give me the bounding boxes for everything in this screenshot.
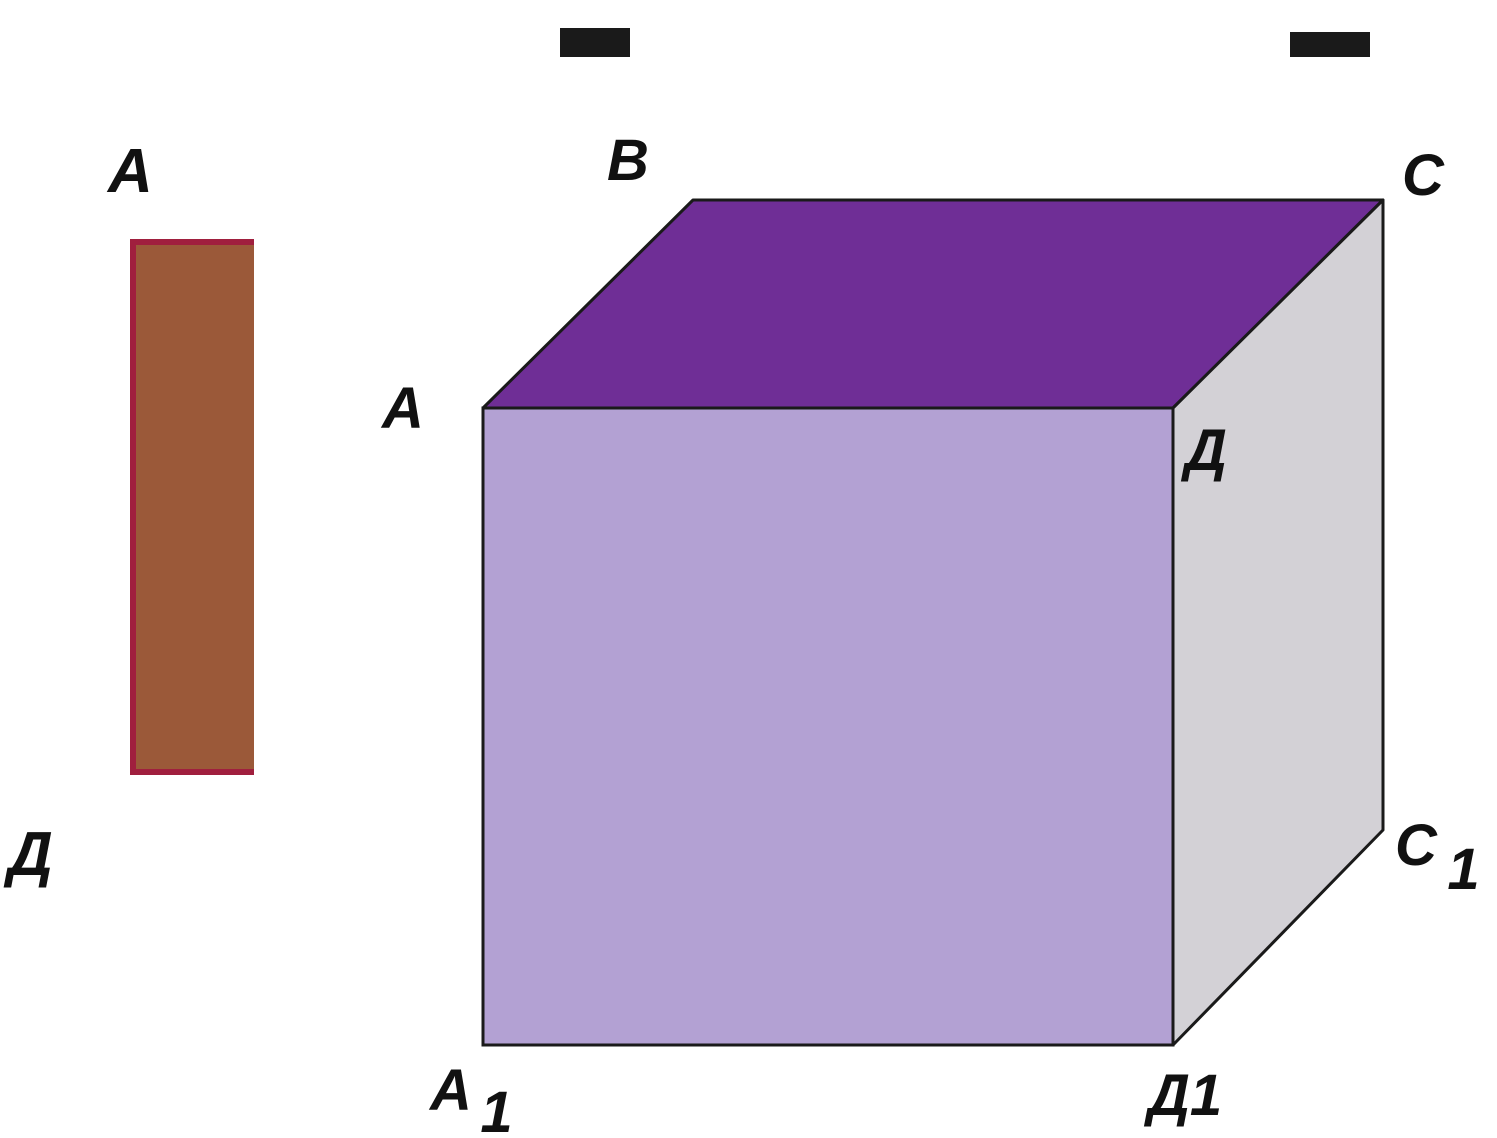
vertex-label-a1: А 1 (428, 1058, 513, 1138)
left-label-a: А (106, 137, 153, 206)
vertex-label-d1: Д1 (1143, 1063, 1222, 1128)
cropped-top-labels (0, 28, 1497, 87)
left-rectangle-figure: А Д (3, 137, 334, 889)
brown-rectangle (130, 239, 261, 775)
cube (481, 198, 1385, 1047)
left-label-d: Д (3, 820, 53, 889)
vertex-label-a: А (380, 376, 424, 441)
vertex-label-c: С (1402, 143, 1445, 208)
rectangle-crop-mask (254, 230, 334, 790)
cube-vertex-labels: В С А Д С 1 А 1 Д1 (380, 128, 1480, 1138)
vertex-label-c1: С 1 (1395, 813, 1480, 902)
vertex-label-d: Д (1180, 418, 1227, 483)
vertex-label-b: В (607, 128, 649, 193)
cube-front-face (481, 406, 1175, 1047)
